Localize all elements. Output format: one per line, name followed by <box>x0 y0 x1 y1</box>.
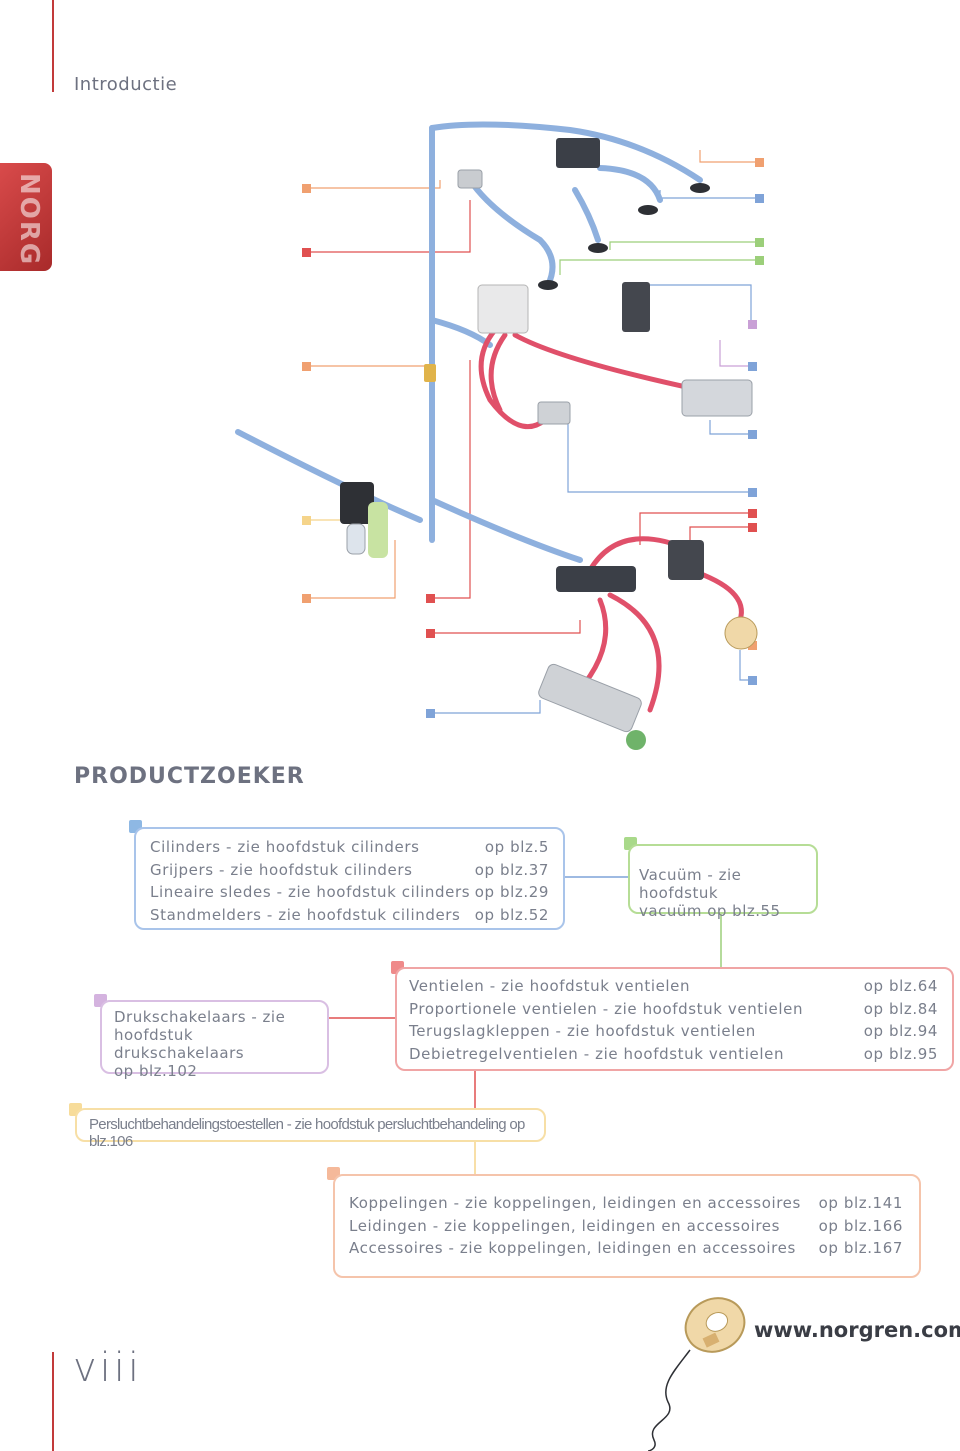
item-page: op blz.94 <box>863 1022 938 1040</box>
list-item[interactable]: Debietregelventielen - zie hoofdstuk ven… <box>409 1043 938 1066</box>
item-page: op blz.84 <box>863 999 938 1018</box>
norgren-logo-tab: NORG <box>0 163 52 271</box>
item-page: op blz.37 <box>474 860 549 879</box>
item-label: Lineaire sledes - zie hoofdstuk cilinder… <box>150 883 471 901</box>
item-label: Grijpers - zie hoofdstuk cilinders <box>150 860 413 879</box>
logo-text: NORG <box>14 173 44 267</box>
list-item[interactable]: Standmelders - zie hoofdstuk cilinders op… <box>150 904 549 927</box>
valves-group: Ventielen - zie hoofdstuk ventielen op bl… <box>395 967 954 1071</box>
list-item[interactable]: Accessoires - zie koppelingen, leidingen… <box>349 1237 903 1260</box>
pressure-line-2: hoofdstuk drukschakelaars <box>114 1026 245 1062</box>
item-label: Accessoires - zie koppelingen, leidingen… <box>349 1239 796 1257</box>
vacuum-line-1: Vacuüm - zie hoofdstuk <box>639 866 742 902</box>
section-title: Introductie <box>74 74 178 95</box>
list-item[interactable]: Lineaire sledes - zie hoofdstuk cilinder… <box>150 881 549 904</box>
bottom-margin-rule <box>52 1352 54 1451</box>
list-item[interactable]: Terugslagkleppen - zie hoofdstuk ventiel… <box>409 1020 938 1043</box>
air-treatment-group[interactable]: Persluchtbehandelingstoestellen - zie ho… <box>75 1108 546 1150</box>
item-page: op blz.64 <box>863 977 938 995</box>
item-page: op blz.167 <box>818 1239 903 1257</box>
top-margin-rule <box>52 0 54 92</box>
item-label: Ventielen - zie hoofdstuk ventielen <box>409 977 691 995</box>
item-label: Leidingen - zie koppelingen, leidingen e… <box>349 1216 781 1235</box>
list-item[interactable]: Grijpers - zie hoofdstuk cilinders op blz… <box>150 859 549 882</box>
item-page: op blz.29 <box>474 883 549 901</box>
air-treatment-text: Persluchtbehandelingstoestellen - zie ho… <box>89 1116 525 1150</box>
item-label: Koppelingen - zie koppelingen, leidingen… <box>349 1194 801 1212</box>
page-number: viii <box>73 1345 143 1391</box>
item-page: op blz.5 <box>484 838 549 856</box>
page-title: PRODUCTZOEKER <box>74 764 305 789</box>
cylinders-group: Cilinders - zie hoofdstuk cilinders op bl… <box>134 827 565 930</box>
mouse-sensor-icon <box>647 1297 746 1451</box>
item-page: op blz.52 <box>474 905 549 924</box>
item-label: Proportionele ventielen - zie hoofdstuk … <box>409 999 804 1018</box>
item-page: op blz.166 <box>818 1216 903 1235</box>
list-item[interactable]: Proportionele ventielen - zie hoofdstuk … <box>409 998 938 1021</box>
item-page: op blz.95 <box>863 1044 938 1063</box>
item-page: op blz.141 <box>818 1194 903 1212</box>
list-item[interactable]: Leidingen - zie koppelingen, leidingen e… <box>349 1215 903 1238</box>
vacuum-group[interactable]: Vacuüm - zie hoofdstuk vacuüm op blz.55 <box>628 844 818 920</box>
fittings-group: Koppelingen - zie koppelingen, leidingen… <box>333 1174 921 1278</box>
item-label: Terugslagkleppen - zie hoofdstuk ventiel… <box>409 1022 756 1040</box>
pressure-switches-group[interactable]: Drukschakelaars - zie hoofdstuk drukscha… <box>100 1000 329 1080</box>
website-link[interactable]: www.norgren.com <box>754 1318 960 1342</box>
pressure-line-1: Drukschakelaars - zie <box>114 1008 286 1026</box>
item-label: Cilinders - zie hoofdstuk cilinders <box>150 838 420 856</box>
list-item[interactable]: Koppelingen - zie koppelingen, leidingen… <box>349 1192 903 1215</box>
vacuum-line-2: vacuüm op blz.55 <box>639 902 781 920</box>
list-item[interactable]: Cilinders - zie hoofdstuk cilinders op bl… <box>150 836 549 859</box>
list-item[interactable]: Ventielen - zie hoofdstuk ventielen op bl… <box>409 975 938 998</box>
item-label: Standmelders - zie hoofdstuk cilinders <box>150 905 461 924</box>
pressure-line-3: op blz.102 <box>114 1062 198 1080</box>
item-label: Debietregelventielen - zie hoofdstuk ven… <box>409 1044 785 1063</box>
pneumatic-system-illustration <box>235 121 764 750</box>
